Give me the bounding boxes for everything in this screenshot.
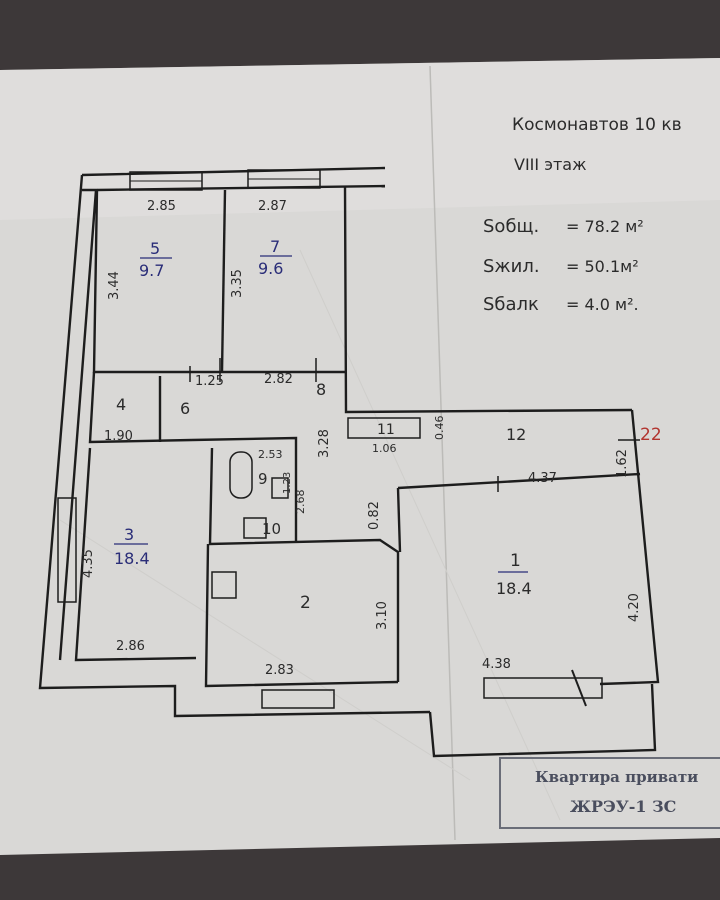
room-8-number: 8 bbox=[316, 380, 326, 399]
room-2-number: 2 bbox=[300, 593, 311, 613]
balcony-area-value: = 4.0 м². bbox=[566, 295, 639, 314]
dim-2-85: 2.85 bbox=[147, 199, 176, 214]
apartment-number: 22 bbox=[640, 425, 662, 445]
dim-2-87: 2.87 bbox=[258, 199, 287, 214]
total-area-label: Sобщ. bbox=[483, 216, 539, 237]
address-text: Космонавтов 10 кв bbox=[512, 115, 682, 135]
floor-text: VIII этаж bbox=[514, 155, 587, 174]
room-6-number: 6 bbox=[180, 399, 190, 418]
dim-4-37: 4.37 bbox=[528, 471, 557, 486]
dim-4-20: 4.20 bbox=[627, 593, 642, 622]
living-area-value: = 50.1м² bbox=[566, 257, 639, 276]
room-3-area: 18.4 bbox=[114, 549, 150, 568]
stamp-line1: Квартира привати bbox=[535, 768, 698, 786]
window-bottom-right bbox=[483, 677, 603, 699]
total-area-value: = 78.2 м² bbox=[566, 217, 644, 236]
dim-1-62: 1.62 bbox=[615, 449, 630, 478]
room-5-area: 9.7 bbox=[139, 261, 164, 280]
room-7-number: 7 bbox=[270, 237, 280, 256]
room-9-number: 9 bbox=[258, 470, 268, 488]
dimension-labels: 2.85 2.87 3.44 3.35 1.25 2.82 1.90 3.28 … bbox=[81, 199, 642, 678]
dim-2-86: 2.86 bbox=[116, 639, 145, 654]
dim-3-44: 3.44 bbox=[107, 271, 122, 300]
dim-2-83: 2.83 bbox=[265, 663, 294, 678]
balcony-area-label: Sбалк bbox=[483, 294, 539, 315]
dim-1-90: 1.90 bbox=[104, 429, 133, 444]
window-bottom-left bbox=[261, 689, 335, 709]
stamp-frame bbox=[499, 757, 720, 829]
window-left bbox=[57, 497, 77, 603]
room-5-number: 5 bbox=[150, 239, 160, 258]
sink bbox=[271, 477, 289, 499]
room-labels: 5 9.7 7 9.6 4 6 8 11 12 9 10 3 18.4 1 18… bbox=[114, 237, 532, 613]
kitchen-stove bbox=[211, 571, 237, 599]
dim-1-06: 1.06 bbox=[372, 442, 397, 455]
closet-11 bbox=[347, 417, 421, 439]
dim-1-23: 1.23 bbox=[282, 472, 293, 494]
dim-0-46: 0.46 bbox=[433, 416, 446, 441]
room-11-number: 11 bbox=[377, 422, 395, 438]
dim-3-35: 3.35 bbox=[230, 269, 245, 298]
room-4-number: 4 bbox=[116, 395, 126, 414]
room-10-number: 10 bbox=[262, 520, 281, 538]
dim-0-82: 0.82 bbox=[367, 501, 382, 530]
dim-4-35: 4.35 bbox=[81, 549, 96, 578]
room-12-number: 12 bbox=[506, 425, 526, 444]
room-7-area: 9.6 bbox=[258, 259, 283, 278]
dim-2-68: 2.68 bbox=[294, 490, 307, 515]
dim-3-10: 3.10 bbox=[375, 601, 390, 630]
room-1-area: 18.4 bbox=[496, 579, 532, 598]
stamp-line2: ЖРЭУ-1 ЗС bbox=[570, 797, 676, 816]
dim-1-25: 1.25 bbox=[195, 374, 224, 389]
bathtub bbox=[229, 451, 253, 499]
room-3-number: 3 bbox=[124, 525, 134, 544]
paper-sheet bbox=[0, 58, 720, 855]
living-area-label: Sжил. bbox=[483, 256, 540, 277]
toilet bbox=[243, 517, 267, 539]
dim-4-38: 4.38 bbox=[482, 657, 511, 672]
dim-2-53: 2.53 bbox=[258, 448, 283, 461]
dim-2-82: 2.82 bbox=[264, 372, 293, 387]
dim-3-28: 3.28 bbox=[317, 429, 332, 458]
walls bbox=[38, 166, 660, 758]
room-1-number: 1 bbox=[510, 551, 521, 571]
